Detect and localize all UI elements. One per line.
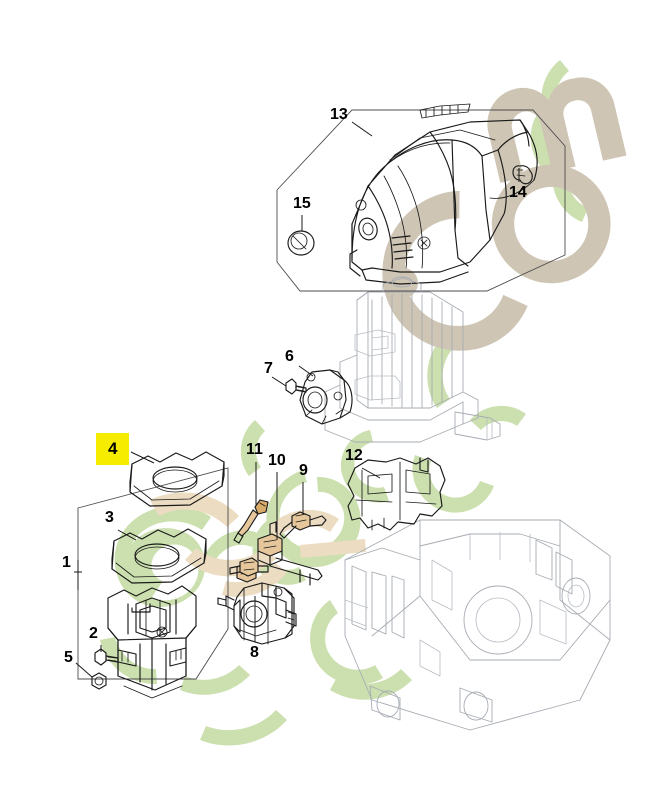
callout-label-5[interactable]: 5 bbox=[64, 649, 73, 666]
callout-label-10[interactable]: 10 bbox=[268, 452, 286, 469]
group-box-air-filter bbox=[77, 467, 229, 680]
callout-label-4[interactable]: 4 bbox=[96, 433, 130, 465]
callout-label-8[interactable]: 8 bbox=[250, 644, 259, 661]
part-11-throttle-linkage bbox=[233, 499, 269, 544]
leader-lines bbox=[74, 121, 520, 678]
part-10-choke-lever bbox=[257, 521, 283, 566]
part-14-grommet bbox=[512, 165, 533, 185]
callout-label-1[interactable]: 1 bbox=[62, 554, 71, 571]
part-5-nut bbox=[91, 672, 107, 690]
callout-label-12[interactable]: 12 bbox=[345, 447, 363, 464]
callout-label-7[interactable]: 7 bbox=[264, 360, 273, 377]
part-7-intake-screw bbox=[285, 378, 307, 395]
callout-label-3[interactable]: 3 bbox=[105, 509, 114, 526]
part-6-intake-flange bbox=[299, 369, 353, 425]
part-13-shroud-cover bbox=[349, 103, 538, 285]
leader-1 bbox=[74, 570, 82, 590]
part-4-air-filter-cover bbox=[129, 451, 225, 507]
callout-label-11[interactable]: 11 bbox=[246, 441, 263, 458]
part-9-throttle-rod bbox=[229, 511, 327, 586]
leader-3 bbox=[117, 529, 137, 541]
engine-crankcase bbox=[344, 519, 611, 731]
watermark-layer bbox=[100, 60, 627, 746]
leader-13 bbox=[351, 121, 373, 137]
part-3-air-filter-element bbox=[111, 528, 207, 584]
part-15-cap bbox=[287, 230, 315, 256]
callout-label-13[interactable]: 13 bbox=[330, 106, 348, 123]
leader-6 bbox=[298, 365, 314, 377]
callout-label-9[interactable]: 9 bbox=[299, 462, 308, 479]
group-box-top-shroud bbox=[276, 109, 566, 292]
part-12-heat-shield bbox=[347, 457, 446, 531]
leader-5 bbox=[75, 662, 93, 678]
callout-label-15[interactable]: 15 bbox=[293, 195, 311, 212]
callout-label-14[interactable]: 14 bbox=[509, 184, 527, 201]
part-1-filter-housing bbox=[107, 585, 197, 699]
watermark-dotcom-text bbox=[382, 77, 627, 351]
callout-label-6[interactable]: 6 bbox=[285, 348, 294, 365]
leader-12 bbox=[361, 467, 381, 479]
leader-4 bbox=[130, 451, 155, 464]
callout-label-2[interactable]: 2 bbox=[89, 625, 98, 642]
leader-7 bbox=[271, 376, 287, 387]
